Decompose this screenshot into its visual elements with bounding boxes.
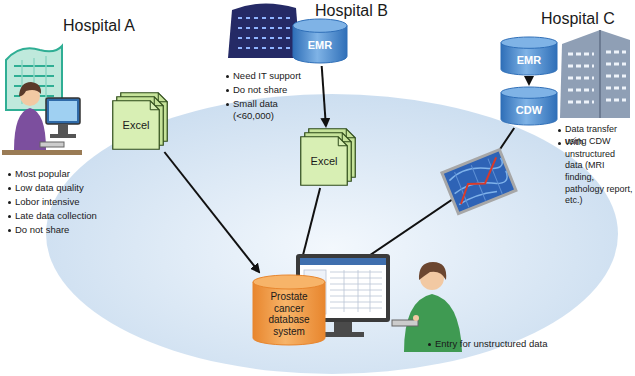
hospital-name: Hospital C	[541, 9, 615, 30]
bullet-note: Lobor intensive	[8, 196, 103, 208]
bullet-note: Entry for unstructured data	[428, 338, 568, 350]
note-text: Need IT support	[233, 70, 301, 82]
bullet-dot	[226, 89, 229, 92]
note-text: Late data collection	[15, 210, 97, 222]
note-text: Do not share	[15, 224, 69, 236]
note-text: Entry for unstructured data	[435, 338, 547, 350]
flow-arrow	[322, 66, 326, 126]
flow-arrow	[164, 152, 259, 272]
building-b	[228, 3, 300, 58]
bullet-note: Low data quality	[8, 182, 103, 194]
node-text: CDW	[516, 104, 542, 117]
excel-file-stack: Excel	[112, 92, 168, 150]
bullet-dot	[226, 103, 229, 106]
bullet-note: Do not share	[226, 84, 318, 96]
node-text: Excel	[123, 119, 150, 132]
note-text: With unstructured data (MRI finding, pat…	[565, 137, 633, 207]
data-transfer-image	[442, 150, 516, 214]
node-text: Excel	[311, 155, 338, 168]
bullet-note: Small data (<60,000)	[226, 98, 318, 123]
bullet-dot	[8, 229, 11, 232]
node-text: EMR	[517, 54, 541, 67]
bullet-note: Most popular	[8, 168, 103, 180]
hospital-name: Hospital A	[63, 16, 135, 37]
bullet-dot	[428, 343, 431, 346]
hospital-label: Hospital A	[63, 16, 135, 37]
building-c	[560, 30, 630, 118]
bullet-dot	[558, 129, 561, 132]
note-text: Low data quality	[15, 182, 84, 194]
bullet-dot	[8, 173, 11, 176]
network-ellipse	[46, 94, 618, 374]
node-text: EMR	[308, 39, 332, 52]
person-a	[2, 82, 82, 155]
database-cylinder: Prostate cancer database system	[252, 274, 326, 346]
note-text: Do not share	[233, 84, 287, 96]
bullet-dot	[226, 75, 229, 78]
bullet-dot	[8, 201, 11, 204]
database-cylinder: CDW	[500, 86, 558, 126]
node-text: Prostate cancer database system	[256, 291, 322, 337]
bullet-note: Late data collection	[8, 210, 103, 222]
bullet-dot	[8, 187, 11, 190]
bullet-note: Need IT support	[226, 70, 318, 82]
database-cylinder: EMR	[292, 18, 348, 64]
bullet-dot	[558, 142, 561, 145]
excel-file-stack: Excel	[300, 128, 356, 186]
flow-arrow	[528, 78, 530, 84]
bullet-note: Do not share	[8, 224, 103, 236]
note-text: Lobor intensive	[15, 196, 79, 208]
note-text: Small data (<60,000)	[233, 98, 318, 123]
bullet-dot	[8, 215, 11, 218]
bullet-note: With unstructured data (MRI finding, pat…	[558, 137, 633, 207]
database-cylinder: EMR	[500, 36, 558, 76]
note-text: Most popular	[15, 168, 70, 180]
hospital-label: Hospital C	[541, 9, 615, 30]
